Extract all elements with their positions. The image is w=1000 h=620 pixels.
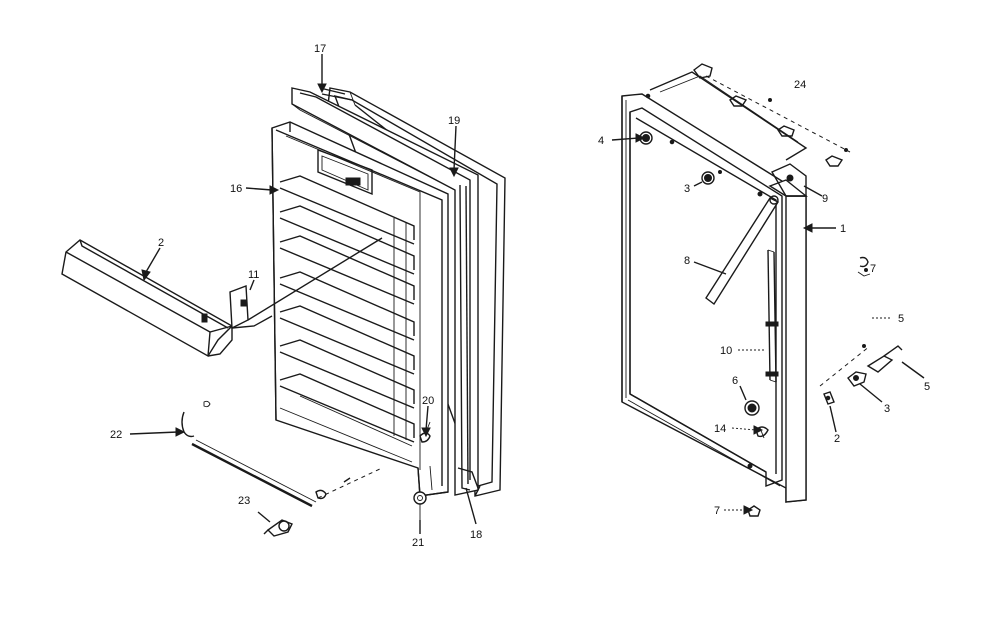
callout-1: 1	[840, 223, 846, 235]
callout-14: 14	[714, 423, 726, 435]
callout-22: 22	[110, 429, 122, 441]
callout-7-upper: 7	[870, 263, 876, 275]
lower-grommet	[744, 400, 760, 416]
door-handle	[61, 239, 234, 357]
callout-23: 23	[238, 495, 250, 507]
bottom-foot	[747, 505, 761, 517]
side-vertical-bar	[765, 249, 779, 383]
callout-11: 11	[248, 269, 259, 281]
callout-16: 16	[230, 183, 242, 195]
callout-10: 10	[720, 345, 732, 357]
callout-9: 9	[822, 193, 828, 205]
door-inner-gasket	[291, 87, 479, 496]
callout-18: 18	[470, 529, 482, 541]
door-assembly	[61, 87, 506, 537]
door-seal-strip	[457, 184, 479, 491]
callout-2-right: 2	[834, 433, 840, 445]
top-hinge-strip	[649, 63, 851, 167]
hinge-hardware	[819, 256, 903, 405]
callout-labels: 17 19 16 2 11 20 22 23 21 18 24 4 3 9 1 …	[110, 43, 930, 549]
callout-7-bottom: 7	[714, 505, 720, 517]
cabinet-assembly	[621, 63, 903, 517]
door-liner	[271, 121, 449, 497]
callout-2-handle: 2	[158, 237, 164, 249]
leader-lines	[129, 54, 925, 534]
callout-21: 21	[412, 537, 424, 549]
callout-8: 8	[684, 255, 690, 267]
callout-4: 4	[598, 135, 604, 147]
door-screw	[263, 519, 293, 537]
callout-20: 20	[422, 395, 434, 407]
bottom-bushing	[413, 491, 427, 520]
door-stay-rod	[705, 195, 780, 306]
callout-3-lower: 3	[884, 403, 890, 415]
callout-24: 24	[794, 79, 806, 91]
callout-5-lower: 5	[924, 381, 930, 393]
callout-19: 19	[448, 115, 460, 127]
bottom-hinge-parts	[315, 467, 383, 500]
callout-6: 6	[732, 375, 738, 387]
handle-bracket	[229, 237, 383, 330]
callout-17: 17	[314, 43, 326, 55]
callout-3-upper: 3	[684, 183, 690, 195]
upper-grommet	[701, 170, 722, 185]
callout-5-upper: 5	[898, 313, 904, 325]
